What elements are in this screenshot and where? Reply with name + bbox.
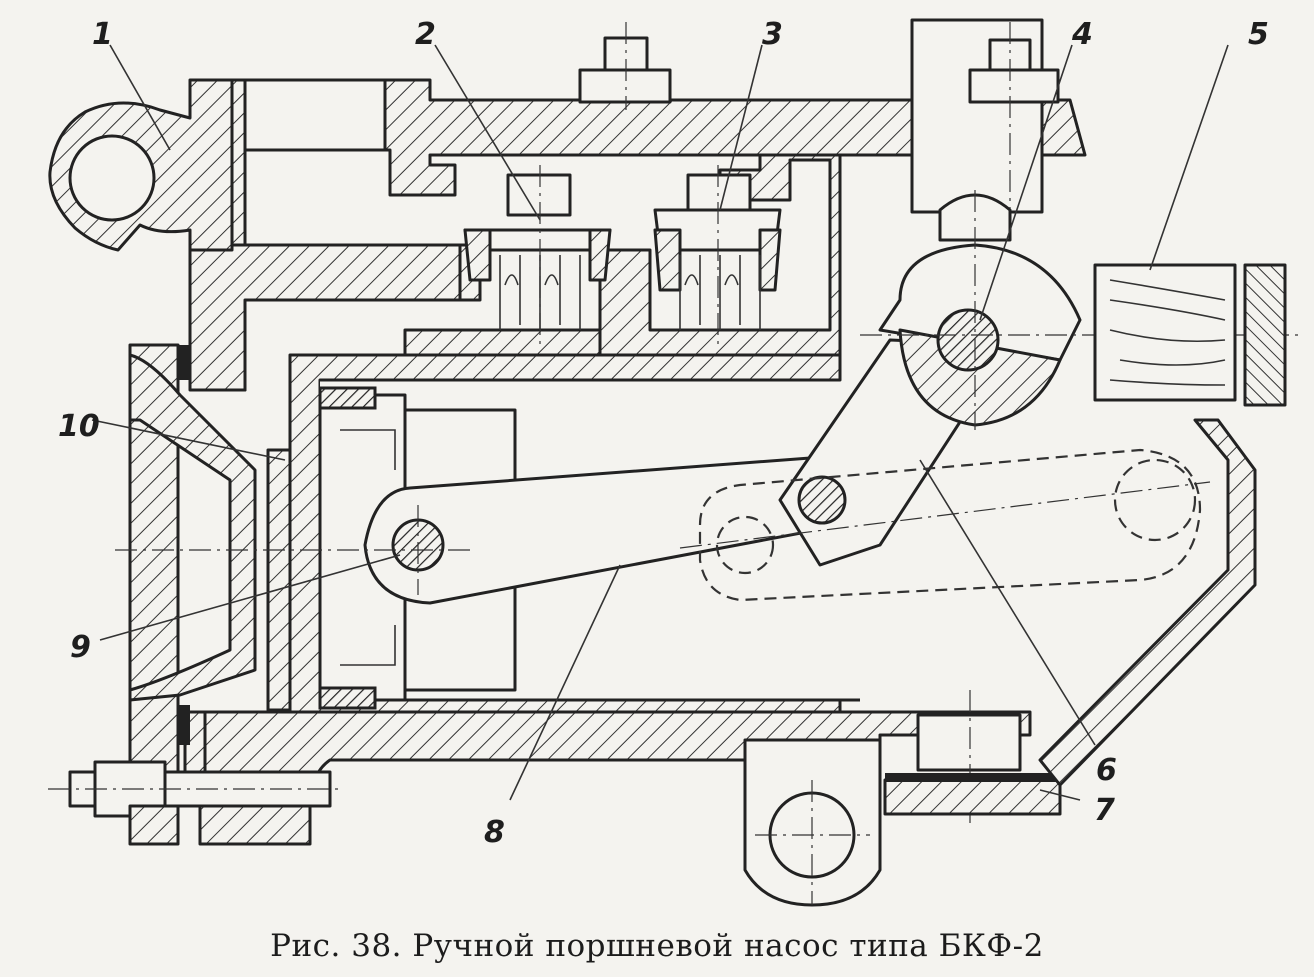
callout-10: 10 xyxy=(58,409,100,444)
callout-1: 1 xyxy=(92,17,113,52)
callout-8: 8 xyxy=(484,815,505,850)
pump-body-lower xyxy=(183,418,1257,907)
suction-cover xyxy=(48,343,340,846)
callout-2: 2 xyxy=(415,17,436,52)
callout-5: 5 xyxy=(1248,17,1269,52)
handle-socket xyxy=(1093,263,1287,407)
discharge-valve xyxy=(463,165,612,345)
callout-3: 3 xyxy=(762,17,783,52)
suction-valve xyxy=(653,165,782,345)
leader-lines xyxy=(91,44,1229,801)
connecting-rod xyxy=(115,453,874,605)
callout-6: 6 xyxy=(1096,753,1117,788)
callout-7: 7 xyxy=(1094,793,1115,828)
pump-body-upper xyxy=(48,18,1087,392)
shaft-housing xyxy=(860,190,1300,430)
callout-4: 4 xyxy=(1071,17,1093,52)
callout-9: 9 xyxy=(70,630,91,665)
figure-caption: Рис. 38. Ручной поршневой насос типа БКФ… xyxy=(270,928,1044,964)
